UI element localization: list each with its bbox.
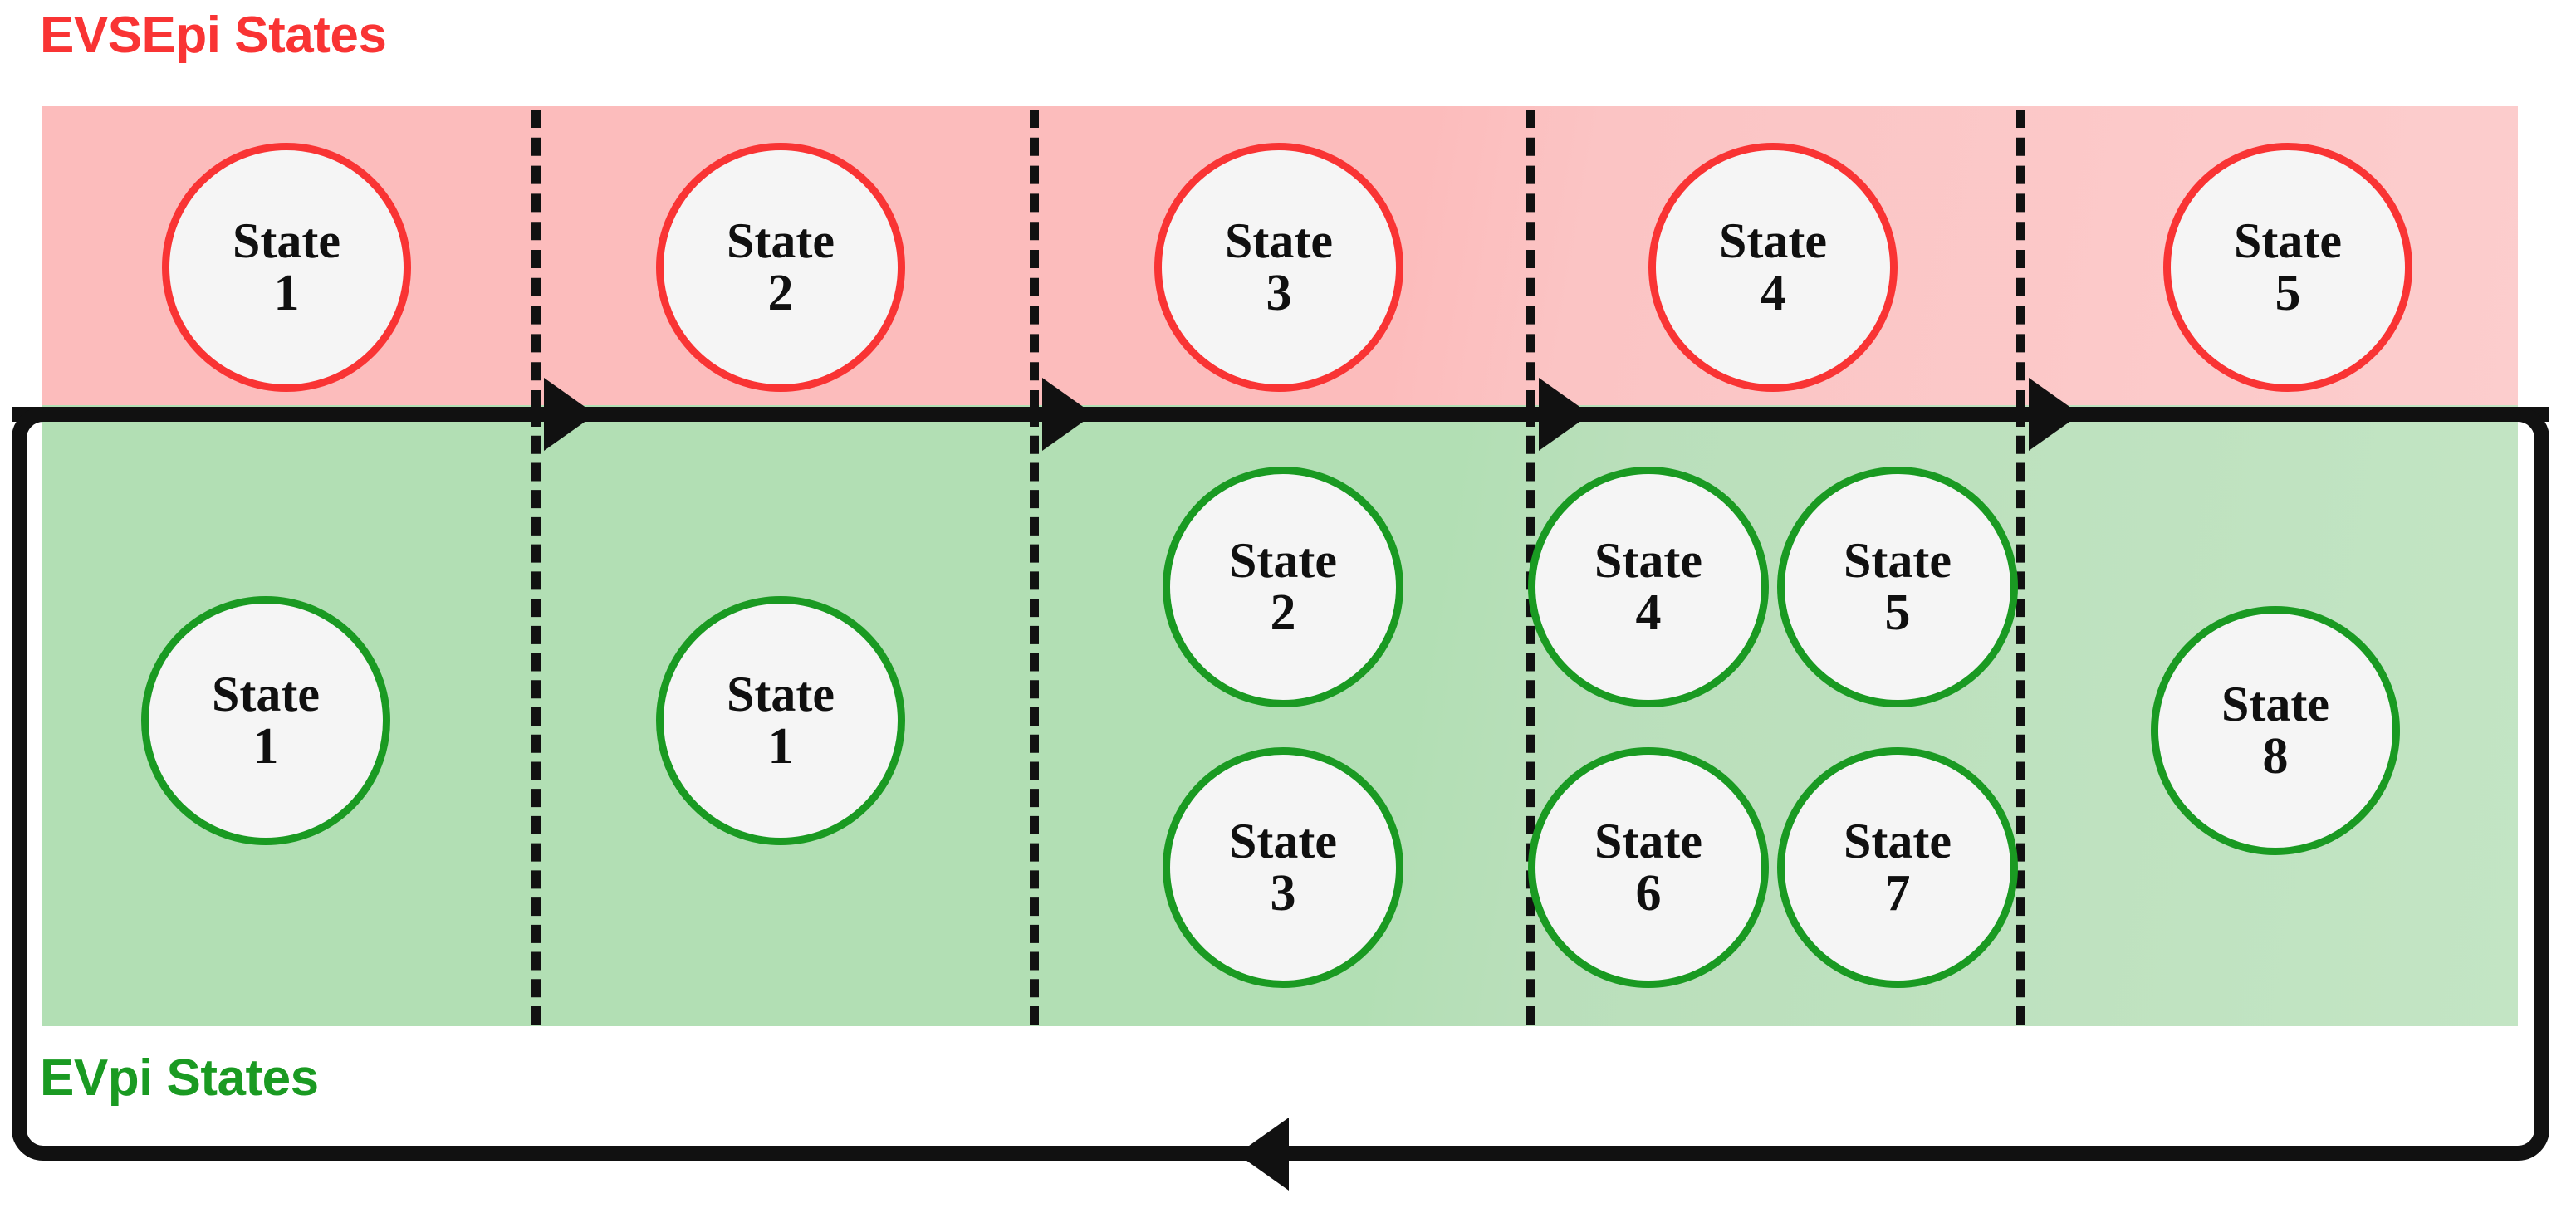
state-word: State xyxy=(727,666,835,721)
state-number: 3 xyxy=(1270,864,1296,922)
state-word: State xyxy=(212,666,320,721)
state-word: State xyxy=(1844,813,1952,868)
state-word: State xyxy=(1229,813,1337,868)
divider-2-top xyxy=(1030,110,1039,408)
state-word: State xyxy=(2234,213,2342,268)
forward-arrowhead-2 xyxy=(1042,378,1094,451)
state-node-evpi-1[interactable]: State 1 xyxy=(141,596,390,845)
state-word: State xyxy=(1225,213,1333,268)
state-number: 2 xyxy=(1270,584,1296,641)
state-node-evpi-6[interactable]: State 5 xyxy=(1777,467,2018,707)
evsepi-states-label: EVSEpi States xyxy=(40,7,387,64)
state-node-evpi-3[interactable]: State 2 xyxy=(1163,467,1403,707)
forward-arrowhead-1 xyxy=(544,378,595,451)
state-number: 7 xyxy=(1884,864,1911,922)
state-node-evpi-5[interactable]: State 4 xyxy=(1528,467,1769,707)
state-number: 6 xyxy=(1635,864,1662,922)
state-number: 1 xyxy=(767,717,794,775)
divider-4-bottom xyxy=(2016,408,2025,1025)
state-word: State xyxy=(1594,532,1702,588)
state-node-evpi-4[interactable]: State 3 xyxy=(1163,747,1403,988)
state-word: State xyxy=(1844,532,1952,588)
state-number: 4 xyxy=(1635,584,1662,641)
state-node-evpi-8[interactable]: State 7 xyxy=(1777,747,2018,988)
state-node-evpi-9[interactable]: State 8 xyxy=(2151,606,2400,855)
state-number: 5 xyxy=(1884,584,1911,641)
state-number: 1 xyxy=(252,717,279,775)
divider-3-top xyxy=(1526,110,1535,408)
state-node-evsepi-1[interactable]: State 1 xyxy=(162,143,411,392)
divider-2-bottom xyxy=(1030,408,1039,1025)
state-node-evpi-7[interactable]: State 6 xyxy=(1528,747,1769,988)
state-number: 5 xyxy=(2275,264,2301,321)
state-number: 2 xyxy=(767,264,794,321)
state-number: 1 xyxy=(273,264,300,321)
divider-1-bottom xyxy=(531,408,541,1025)
state-node-evsepi-5[interactable]: State 5 xyxy=(2163,143,2412,392)
forward-arrowhead-3 xyxy=(1539,378,1590,451)
evpi-states-label: EVpi States xyxy=(40,1049,319,1107)
state-word: State xyxy=(2221,676,2329,731)
state-node-evsepi-4[interactable]: State 4 xyxy=(1648,143,1898,392)
state-number: 3 xyxy=(1266,264,1292,321)
return-arrowhead xyxy=(1237,1118,1289,1191)
state-word: State xyxy=(1594,813,1702,868)
state-word: State xyxy=(727,213,835,268)
forward-arrowhead-4 xyxy=(2029,378,2080,451)
forward-flow-line xyxy=(12,407,2549,422)
state-word: State xyxy=(233,213,340,268)
state-node-evsepi-3[interactable]: State 3 xyxy=(1154,143,1403,392)
state-word: State xyxy=(1229,532,1337,588)
divider-1-top xyxy=(531,110,541,408)
divider-3-bottom xyxy=(1526,408,1535,1025)
state-word: State xyxy=(1719,213,1827,268)
state-number: 8 xyxy=(2262,727,2289,785)
state-number: 4 xyxy=(1760,264,1786,321)
state-node-evpi-2[interactable]: State 1 xyxy=(656,596,905,845)
state-node-evsepi-2[interactable]: State 2 xyxy=(656,143,905,392)
divider-4-top xyxy=(2016,110,2025,408)
